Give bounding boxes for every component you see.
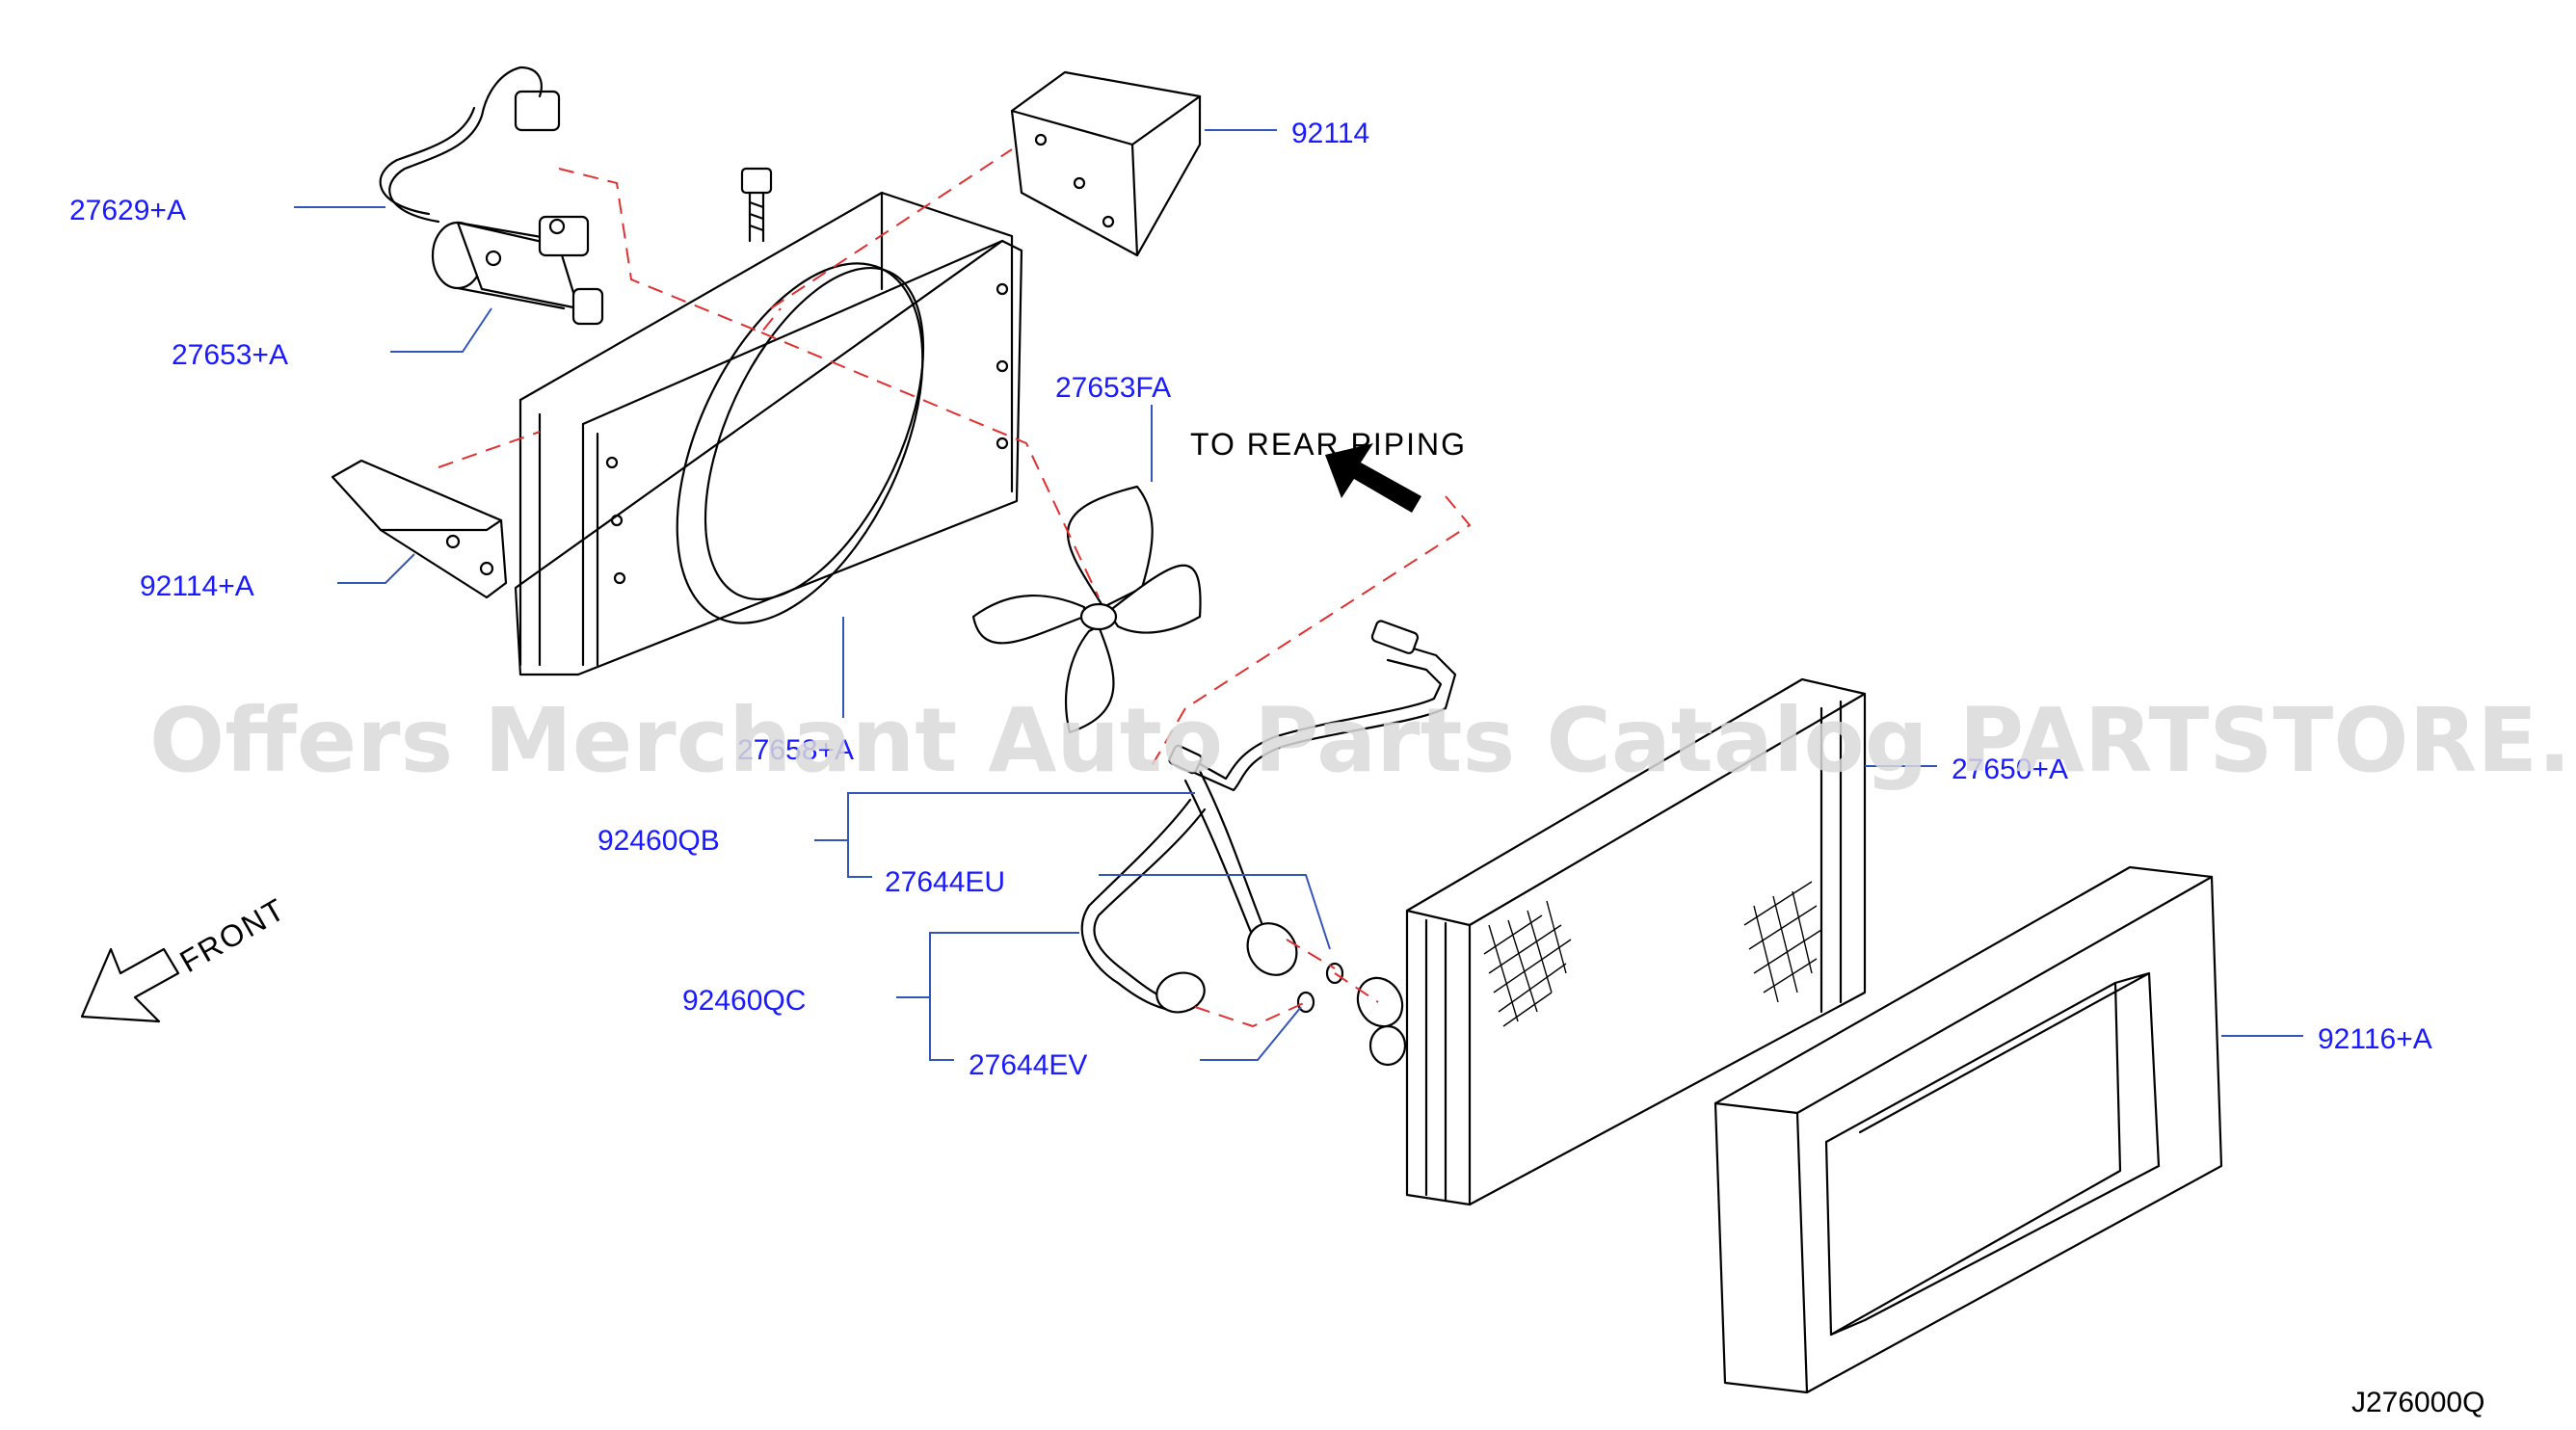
fan-blade-drawing — [971, 485, 1202, 734]
part-27644ev-label[interactable]: 27644EV — [969, 1049, 1087, 1081]
bracket-lower-drawing — [331, 459, 508, 599]
part-92114a-label[interactable]: 92114+A — [140, 570, 254, 602]
to-rear-piping-label: TO REAR PIPING — [1190, 427, 1467, 462]
to-rear-arrow — [1325, 443, 1421, 513]
part-27658a-label[interactable]: 27658+A — [737, 734, 854, 766]
bolt-drawing — [740, 167, 773, 243]
watermark: Offers Merchant Auto Parts Catalog PARTS… — [149, 689, 2576, 792]
part-27653fa-label[interactable]: 27653FA — [1055, 372, 1171, 404]
part-27650a-label[interactable]: 27650+A — [1952, 754, 2068, 785]
part-27629a-label[interactable]: 27629+A — [69, 195, 186, 226]
pipe-drawing — [1080, 620, 1457, 1067]
fan-motor-drawing — [431, 215, 604, 326]
leader-lines — [294, 129, 2303, 1061]
part-27644eu-label[interactable]: 27644EU — [885, 866, 1005, 898]
diagram-code: J276000Q — [2351, 1387, 2484, 1418]
part-92460qb-label[interactable]: 92460QB — [598, 825, 720, 857]
part-27653a-label[interactable]: 27653+A — [172, 339, 288, 371]
seal-drawing — [1713, 865, 2223, 1394]
front-label: FRONT — [174, 891, 292, 979]
bracket-upper-drawing — [1010, 70, 1202, 257]
condenser-drawing — [1405, 677, 1867, 1206]
part-92116a-label[interactable]: 92116+A — [2318, 1023, 2432, 1055]
fan-shroud-drawing — [514, 191, 1023, 676]
part-92460qc-label[interactable]: 92460QC — [682, 985, 806, 1017]
part-92114-label[interactable]: 92114 — [1291, 118, 1369, 149]
alignment-lines — [438, 148, 1472, 1028]
front-arrow-icon — [80, 947, 180, 1023]
part-labels: 27629+A 27653+A 92114+A 92114 27653FA 27… — [69, 118, 2432, 1081]
harness-drawing — [379, 66, 561, 224]
